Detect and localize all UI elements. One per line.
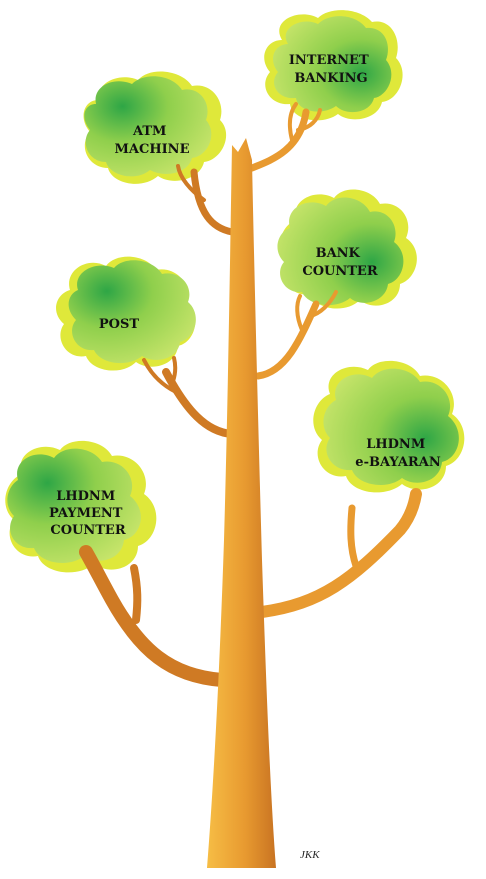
label-internet-banking: INTERNET BANKING [289, 53, 373, 86]
label-post: POST [99, 317, 139, 332]
label-bank-counter: BANK COUNTER [302, 246, 377, 279]
cloud-lhdnm-e-bayaran [313, 360, 465, 493]
label-atm-machine: ATM MACHINE [115, 124, 190, 157]
tree-trunk [207, 138, 276, 868]
labels: INTERNET BANKING ATM MACHINE BANK COUNTE… [49, 53, 441, 861]
cloud-atm-machine [83, 71, 227, 184]
cloud-bank-counter [277, 189, 417, 309]
cloud-post [56, 256, 196, 371]
branches [79, 102, 422, 687]
label-lhdnm-payment-counter: LHDNM PAYMENT COUNTER [49, 489, 127, 538]
label-lhdnm-e-bayaran: LHDNM e-BAYARAN [355, 437, 441, 470]
cloud-lhdnm-payment-counter [5, 440, 157, 573]
cloud-internet-banking [264, 10, 403, 121]
signature: JKK [300, 849, 320, 861]
